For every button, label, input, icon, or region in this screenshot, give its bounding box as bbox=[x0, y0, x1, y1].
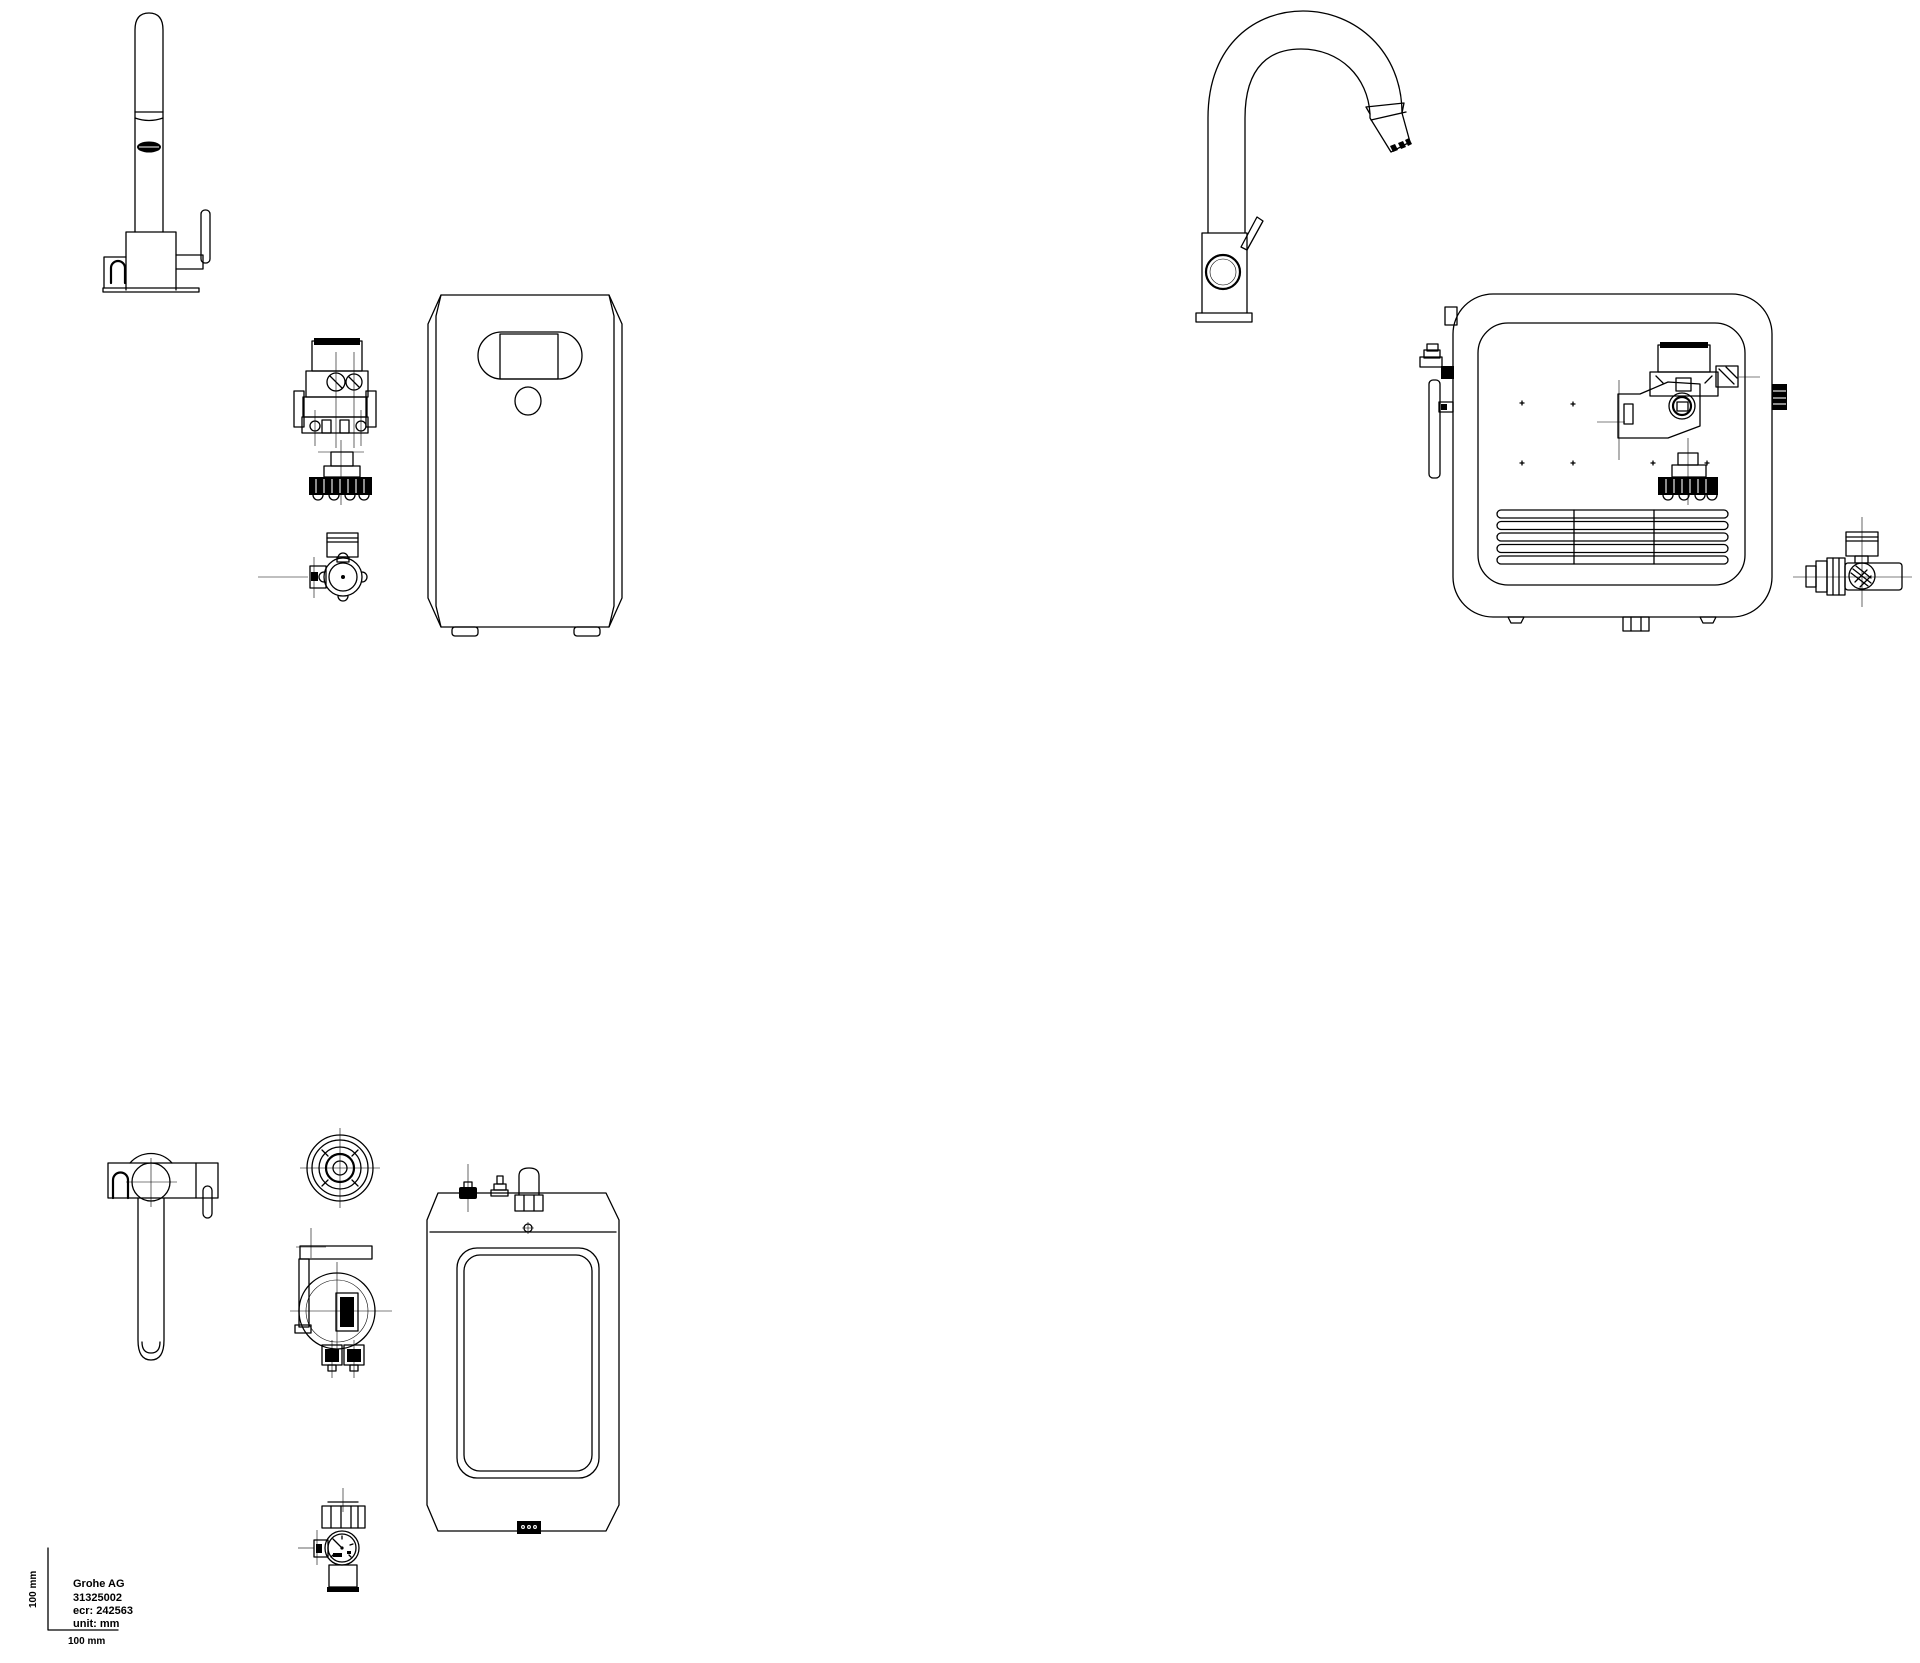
title-block: Grohe AG 31325002 ecr: 242563 unit: mm 1… bbox=[28, 1547, 133, 1647]
pressure-regulator-side-view bbox=[258, 532, 368, 602]
display bbox=[499, 333, 559, 380]
control-knob bbox=[514, 386, 542, 416]
mounting-bracket bbox=[1597, 380, 1701, 460]
ecr-number: ecr: 242563 bbox=[73, 1605, 133, 1617]
scale-axes bbox=[47, 1547, 119, 1631]
top-fittings bbox=[448, 1164, 544, 1234]
scale-y-label: 100 mm bbox=[28, 1571, 39, 1608]
lever-handle bbox=[200, 209, 211, 264]
spray-holder bbox=[111, 1171, 130, 1200]
door-panel bbox=[456, 1247, 600, 1479]
spray-holder bbox=[109, 259, 127, 285]
display-recess bbox=[477, 331, 583, 380]
bottom-connector bbox=[517, 1521, 541, 1534]
knurled-wheel bbox=[1848, 562, 1876, 590]
faucet-side-view bbox=[102, 12, 211, 293]
right-side-connector bbox=[1772, 384, 1787, 410]
side-knob bbox=[298, 1530, 329, 1565]
spout bbox=[137, 1197, 165, 1361]
bottom-connectors bbox=[321, 1340, 365, 1378]
cooler-unit-front-view bbox=[427, 294, 623, 637]
mounting-hole-marks bbox=[1519, 400, 1710, 466]
filter-head-assembly-front-view bbox=[293, 338, 377, 448]
filter-cartridge-cap-front-view bbox=[309, 440, 372, 505]
company-name: Grohe AG bbox=[73, 1578, 125, 1590]
faucet-top-view bbox=[107, 1152, 219, 1361]
vent-grille bbox=[1496, 509, 1729, 565]
pressure-regulator-front-view bbox=[298, 1488, 366, 1592]
lever-handle bbox=[202, 1185, 213, 1219]
product-number: 31325002 bbox=[73, 1592, 122, 1604]
bottom-connector bbox=[1622, 616, 1650, 632]
angle-valve-with-gauge-side-view bbox=[1793, 517, 1912, 607]
lever-handle bbox=[1240, 216, 1264, 251]
mounted-cartridge-cap bbox=[1658, 438, 1718, 505]
unit-label: unit: mm bbox=[73, 1618, 120, 1630]
cooler-unit-back-view bbox=[1419, 293, 1787, 632]
spray-head bbox=[1365, 102, 1412, 153]
filter-head-top-view bbox=[300, 1128, 380, 1208]
hex-cap bbox=[321, 1505, 366, 1529]
cooler-unit-side-view bbox=[426, 1164, 620, 1534]
aerator bbox=[137, 141, 161, 153]
dial bbox=[1204, 253, 1242, 291]
filter-head-side-view bbox=[290, 1228, 392, 1378]
faucet-curved-spout-front-view bbox=[1195, 10, 1412, 323]
mounted-filter-head bbox=[1649, 342, 1760, 398]
left-side-connector bbox=[1419, 306, 1458, 479]
scale-x-label: 100 mm bbox=[68, 1636, 105, 1647]
gauge-dial bbox=[324, 1530, 360, 1566]
